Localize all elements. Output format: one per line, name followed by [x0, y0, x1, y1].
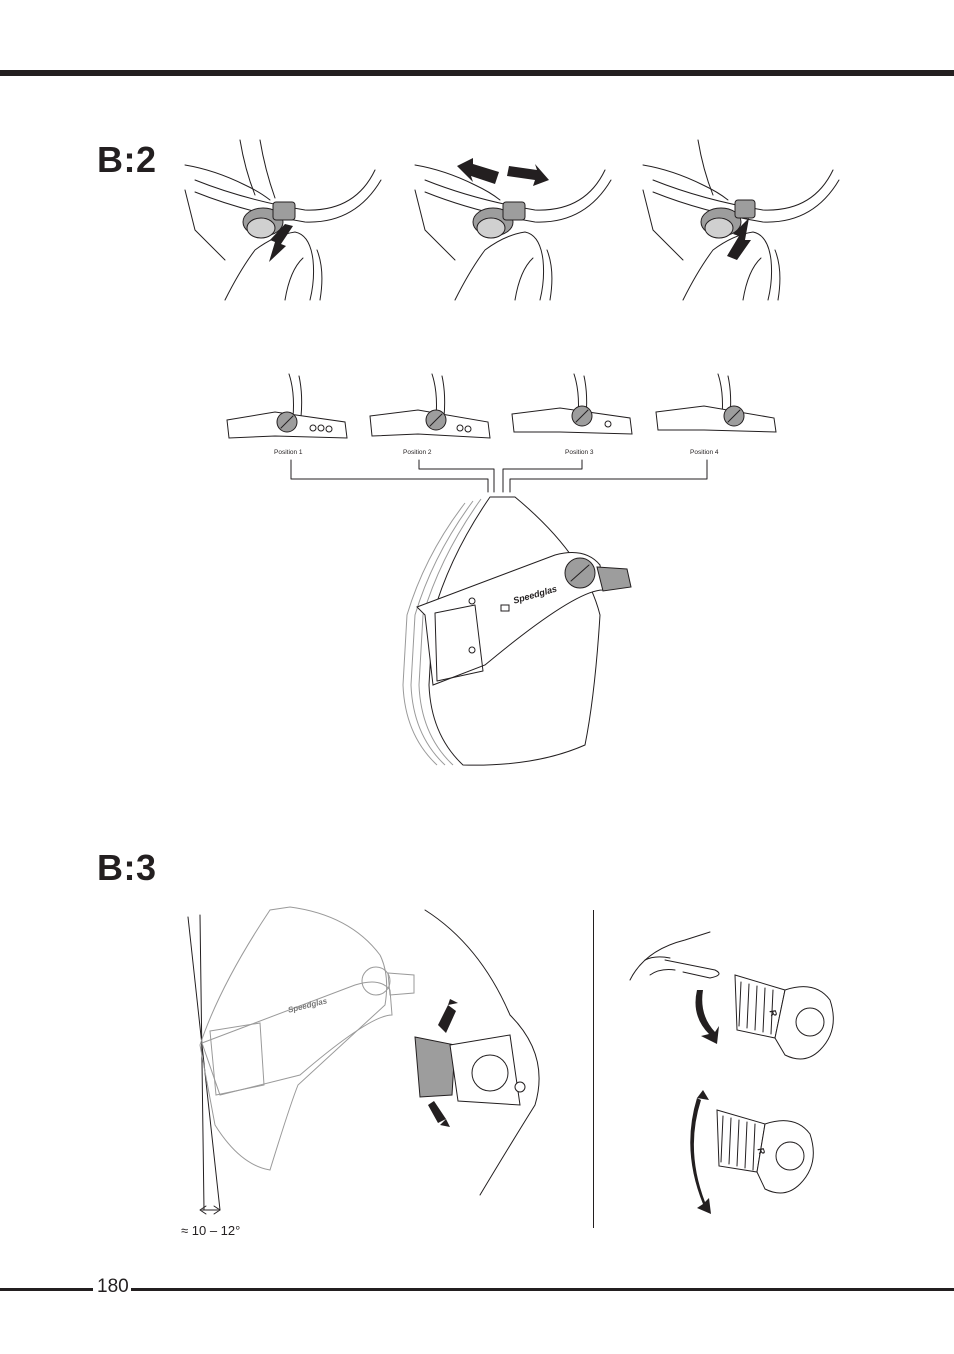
position-4-label: Position 4	[690, 449, 719, 456]
headband-position-2	[369, 373, 491, 439]
page-number: 180	[97, 1276, 129, 1297]
top-rule	[0, 70, 954, 76]
section-title-b2: B:2	[97, 139, 157, 180]
headband-position-4	[655, 373, 777, 433]
helmet-tilt-illustration	[187, 906, 540, 1215]
vertical-divider	[593, 910, 594, 1228]
footer-rule-right	[131, 1288, 954, 1291]
illustration-step-1	[184, 139, 382, 301]
headband-position-1	[226, 373, 348, 439]
footer-rule-left	[0, 1288, 93, 1291]
tilt-angle-label: ≈ 10 – 12°	[181, 1223, 241, 1238]
position-3-label: Position 3	[565, 449, 594, 456]
helmet-side-view	[402, 496, 632, 766]
adjustment-knob-illustration	[629, 931, 834, 1214]
illustration-step-3	[642, 139, 840, 301]
section-title-b3: B:3	[97, 847, 157, 888]
position-1-label: Position 1	[274, 449, 303, 456]
headband-position-3	[511, 373, 633, 435]
position-2-label: Position 2	[403, 449, 432, 456]
illustration-step-2	[414, 158, 612, 301]
